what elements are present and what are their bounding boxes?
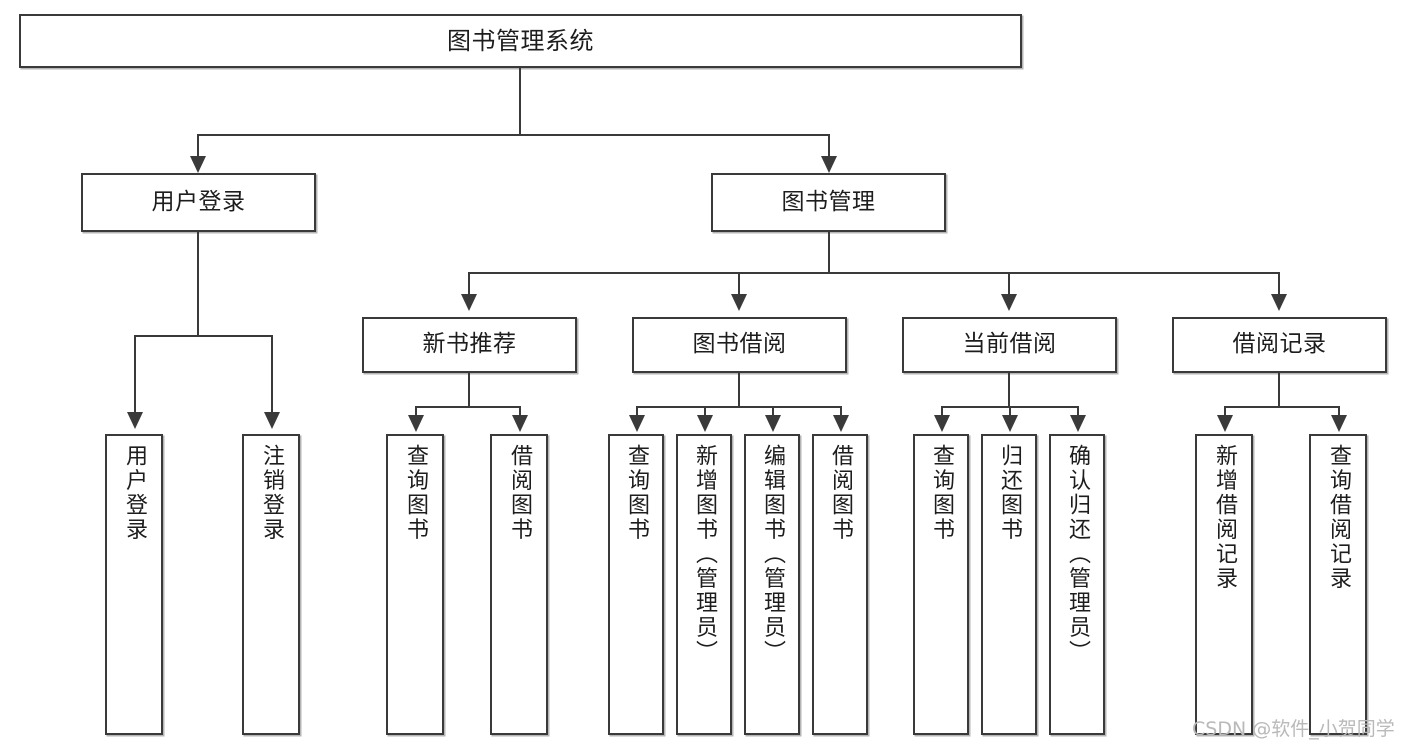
node-label: 查询图书: [624, 444, 649, 542]
arrow-down-icon: [697, 415, 713, 432]
connector-drop-new-book-rec: [468, 272, 470, 296]
node-label: 图书借阅: [692, 331, 787, 358]
node-label: 查询图书: [403, 444, 428, 542]
node-leaf-add-book[interactable]: 新增图书（管理员）: [676, 434, 732, 735]
node-current-borrow[interactable]: 当前借阅: [902, 317, 1117, 373]
node-label: 归还图书: [997, 444, 1022, 542]
connector-drop-book-borrow: [738, 272, 740, 296]
node-label: 查询图书: [929, 444, 954, 542]
connector-drop-leaf-add-record: [1224, 406, 1226, 418]
node-leaf-borrow-book-1[interactable]: 借阅图书: [490, 434, 548, 735]
arrow-down-icon: [1070, 415, 1086, 432]
node-leaf-edit-book[interactable]: 编辑图书（管理员）: [744, 434, 800, 735]
connector-current-borrow-stem: [1008, 373, 1010, 407]
connector-drop-leaf-query-book-3: [941, 406, 943, 418]
connector-drop-leaf-user-login: [134, 335, 136, 414]
connector-drop-leaf-query-book-1: [415, 406, 417, 418]
node-leaf-return-book[interactable]: 归还图书: [981, 434, 1037, 735]
node-leaf-user-login[interactable]: 用户登录: [105, 434, 163, 735]
connector-user-login-bus: [134, 335, 273, 337]
node-label: 借阅记录: [1232, 331, 1327, 358]
node-book-borrow[interactable]: 图书借阅: [632, 317, 847, 373]
arrow-down-icon: [1331, 415, 1347, 432]
connector-drop-leaf-return-book: [1009, 406, 1011, 418]
node-label: 新书推荐: [422, 331, 517, 358]
node-label: 确认归还（管理员）: [1065, 444, 1090, 665]
connector-drop-borrow-record: [1278, 272, 1280, 296]
node-leaf-borrow-book-2[interactable]: 借阅图书: [812, 434, 868, 735]
node-label: 新增图书（管理员）: [692, 444, 717, 665]
connector-drop-leaf-borrow-book-2: [840, 406, 842, 418]
arrow-down-icon: [127, 412, 143, 429]
connector-drop-leaf-confirm-return: [1077, 406, 1079, 418]
node-label: 图书管理: [781, 188, 876, 215]
connector-drop-leaf-logout-login: [271, 335, 273, 414]
arrow-down-icon: [1001, 294, 1017, 311]
connector-drop-leaf-edit-book: [772, 406, 774, 418]
connector-drop-current-borrow: [1008, 272, 1010, 296]
node-label: 借阅图书: [507, 444, 532, 542]
arrow-down-icon: [1271, 294, 1287, 311]
node-leaf-confirm-return[interactable]: 确认归还（管理员）: [1049, 434, 1105, 735]
connector-drop-user-login: [197, 134, 199, 158]
node-leaf-query-book-1[interactable]: 查询图书: [386, 434, 444, 735]
arrow-down-icon: [264, 412, 280, 429]
connector-level2-bus: [468, 272, 1280, 274]
arrow-down-icon: [512, 415, 528, 432]
connector-borrow-record-bus: [1224, 406, 1340, 408]
node-label: 新增借阅记录: [1212, 444, 1237, 591]
node-label: 注销登录: [259, 444, 284, 542]
connector-book-borrow-bus: [636, 406, 842, 408]
arrow-down-icon: [461, 294, 477, 311]
node-label: 当前借阅: [962, 331, 1057, 358]
arrow-down-icon: [765, 415, 781, 432]
connector-drop-leaf-borrow-book-1: [519, 406, 521, 418]
node-leaf-query-book-2[interactable]: 查询图书: [608, 434, 664, 735]
arrow-down-icon: [629, 415, 645, 432]
connector-book-manage-stem: [828, 232, 830, 273]
node-label: 用户登录: [151, 188, 246, 215]
arrow-down-icon: [1002, 415, 1018, 432]
arrow-down-icon: [190, 156, 206, 173]
node-root-system[interactable]: 图书管理系统: [19, 14, 1022, 68]
arrow-down-icon: [934, 415, 950, 432]
node-leaf-query-record[interactable]: 查询借阅记录: [1309, 434, 1367, 735]
arrow-down-icon: [821, 156, 837, 173]
arrow-down-icon: [731, 294, 747, 311]
node-user-login[interactable]: 用户登录: [81, 173, 316, 232]
connector-book-borrow-stem: [738, 373, 740, 407]
connector-new-book-rec-stem: [468, 373, 470, 407]
node-leaf-add-record[interactable]: 新增借阅记录: [1195, 434, 1253, 735]
connector-new-book-rec-bus: [415, 406, 521, 408]
connector-borrow-record-stem: [1278, 373, 1280, 407]
node-label: 查询借阅记录: [1326, 444, 1351, 591]
connector-drop-leaf-add-book: [704, 406, 706, 418]
node-leaf-logout-login[interactable]: 注销登录: [242, 434, 300, 735]
node-label: 借阅图书: [828, 444, 853, 542]
arrow-down-icon: [1217, 415, 1233, 432]
connector-drop-leaf-query-record: [1338, 406, 1340, 418]
node-borrow-record[interactable]: 借阅记录: [1172, 317, 1387, 373]
arrow-down-icon: [833, 415, 849, 432]
node-leaf-query-book-3[interactable]: 查询图书: [913, 434, 969, 735]
connector-drop-book-manage: [828, 134, 830, 158]
node-label: 图书管理系统: [447, 26, 594, 55]
connector-level1-bus: [197, 134, 829, 136]
node-label: 用户登录: [122, 444, 147, 542]
connector-drop-leaf-query-book-2: [636, 406, 638, 418]
node-new-book-rec[interactable]: 新书推荐: [362, 317, 577, 373]
node-label: 编辑图书（管理员）: [760, 444, 785, 665]
connector-user-login-stem: [197, 232, 199, 336]
node-book-manage[interactable]: 图书管理: [711, 173, 946, 232]
arrow-down-icon: [408, 415, 424, 432]
connector-root-stem: [519, 68, 521, 135]
